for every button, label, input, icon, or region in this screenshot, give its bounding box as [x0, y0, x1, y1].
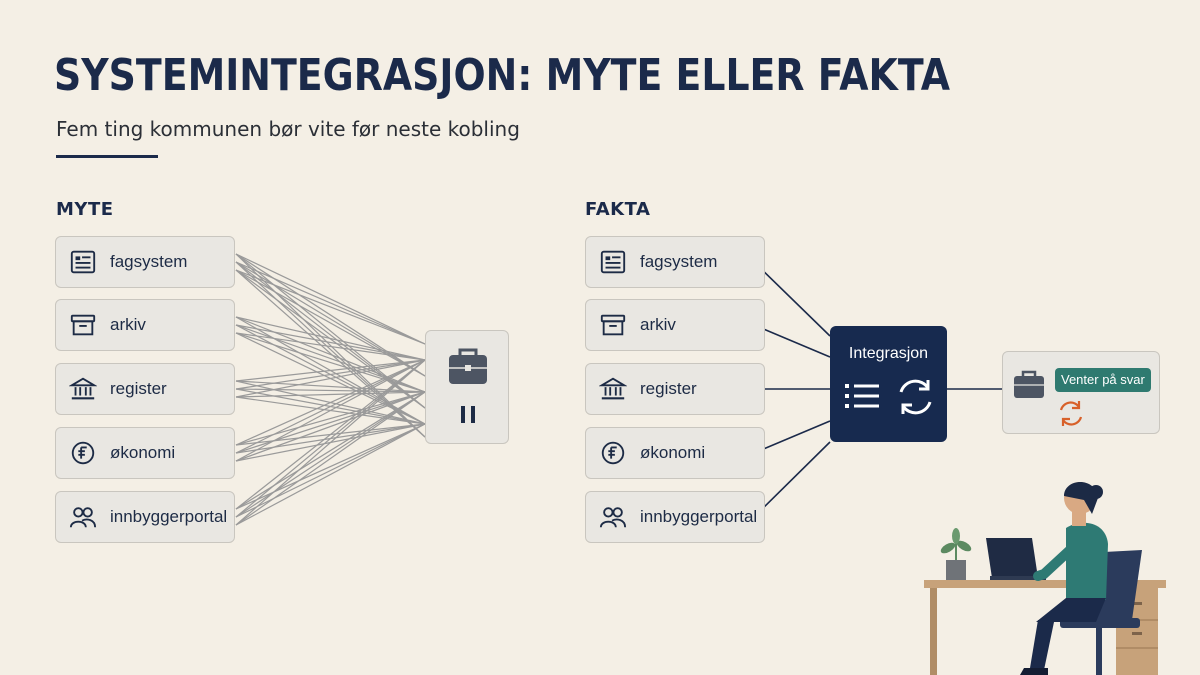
briefcase-icon	[1014, 370, 1044, 398]
bank-building-icon	[598, 374, 628, 404]
system-label: fagsystem	[640, 252, 718, 271]
myth-connection-line	[235, 269, 426, 345]
myth-connection-line	[235, 359, 426, 462]
currency-coin-icon	[68, 438, 98, 468]
myth-connection-line	[235, 359, 426, 382]
myth-connection-line	[235, 359, 426, 446]
system-label: økonomi	[110, 443, 176, 462]
myth-label: MYTE	[56, 199, 114, 220]
plant-icon	[940, 528, 972, 582]
myth-connection-line	[235, 359, 426, 398]
myth-connection-line	[235, 324, 426, 393]
briefcase-icon	[449, 348, 487, 384]
list-icon	[845, 384, 879, 408]
myth-connection-line	[235, 391, 426, 462]
integration-hub: Integrasjon	[830, 326, 947, 442]
people-icon	[68, 502, 98, 532]
myth-system-fagsystem: fagsystem	[55, 236, 235, 288]
myth-system-innbyggerportal: innbyggerportal	[55, 491, 235, 543]
system-label: register	[640, 379, 697, 398]
myth-connection-line	[235, 391, 426, 398]
myth-connection-line	[235, 423, 426, 518]
myth-connection-line	[235, 261, 426, 345]
myth-connection-line	[235, 332, 426, 361]
myth-connection-line	[235, 359, 426, 526]
pause-icon	[461, 406, 475, 423]
fact-system-innbyggerportal: innbyggerportal	[585, 491, 765, 543]
myth-connection-line	[235, 253, 426, 345]
sync-icon	[899, 379, 932, 415]
fact-connection-line	[753, 420, 831, 454]
archive-box-icon	[68, 310, 98, 340]
person-at-desk-illustration	[924, 482, 1166, 675]
myth-connection-line	[235, 316, 426, 361]
myth-connection-line	[235, 391, 426, 510]
myth-connection-line	[235, 388, 426, 393]
myth-connection-line	[235, 359, 426, 510]
myth-connection-line	[235, 359, 426, 518]
myth-connection-line	[235, 391, 426, 454]
system-label: register	[110, 379, 167, 398]
fact-system-register: register	[585, 363, 765, 415]
fact-system-arkiv: arkiv	[585, 299, 765, 351]
status-badge: Venter på svar	[1055, 368, 1151, 392]
system-label: arkiv	[640, 315, 676, 334]
system-label: innbyggerportal	[640, 507, 758, 526]
myth-connection-line	[235, 391, 426, 518]
document-list-icon	[598, 247, 628, 277]
system-label: økonomi	[640, 443, 706, 462]
myth-connection-line	[235, 359, 426, 390]
page-title: SYSTEMINTEGRASJON: MYTE ELLER FAKTA	[54, 50, 950, 101]
myth-connection-line	[235, 423, 426, 526]
myth-connection-line	[235, 324, 426, 361]
myth-connection-line	[235, 261, 426, 409]
system-label: arkiv	[110, 315, 146, 334]
fact-connection-line	[753, 324, 831, 358]
fact-connection-line	[753, 441, 831, 518]
fact-system-fagsystem: fagsystem	[585, 236, 765, 288]
myth-mesh-lines	[235, 253, 426, 526]
document-list-icon	[68, 247, 98, 277]
fact-connection-line	[753, 261, 831, 337]
fact-system-okonomi: økonomi	[585, 427, 765, 479]
currency-coin-icon	[598, 438, 628, 468]
myth-connection-line	[235, 253, 426, 377]
integration-label: Integrasjon	[848, 345, 929, 362]
myth-connection-line	[235, 423, 426, 510]
sync-icon	[1059, 401, 1083, 426]
myth-connection-line	[235, 316, 426, 393]
myth-connection-line	[235, 380, 426, 393]
myth-connection-line	[235, 332, 426, 393]
myth-hub	[425, 330, 509, 444]
fact-label: FAKTA	[585, 199, 651, 220]
archive-box-icon	[598, 310, 628, 340]
myth-connection-line	[235, 359, 426, 454]
system-label: innbyggerportal	[110, 507, 228, 526]
bank-building-icon	[68, 374, 98, 404]
myth-system-register: register	[55, 363, 235, 415]
page-subtitle: Fem ting kommunen bør vite før neste kob…	[56, 117, 520, 141]
system-label: fagsystem	[110, 252, 188, 271]
laptop-icon	[986, 538, 1046, 580]
title-underline	[56, 155, 158, 158]
people-icon	[598, 502, 628, 532]
fact-integration-lines	[753, 261, 1002, 518]
myth-connection-line	[235, 261, 426, 377]
myth-connection-line	[235, 391, 426, 446]
myth-connection-line	[235, 269, 426, 377]
myth-system-arkiv: arkiv	[55, 299, 235, 351]
myth-system-okonomi: økonomi	[55, 427, 235, 479]
status-card: Venter på svar	[1002, 351, 1160, 434]
myth-connection-line	[235, 391, 426, 526]
